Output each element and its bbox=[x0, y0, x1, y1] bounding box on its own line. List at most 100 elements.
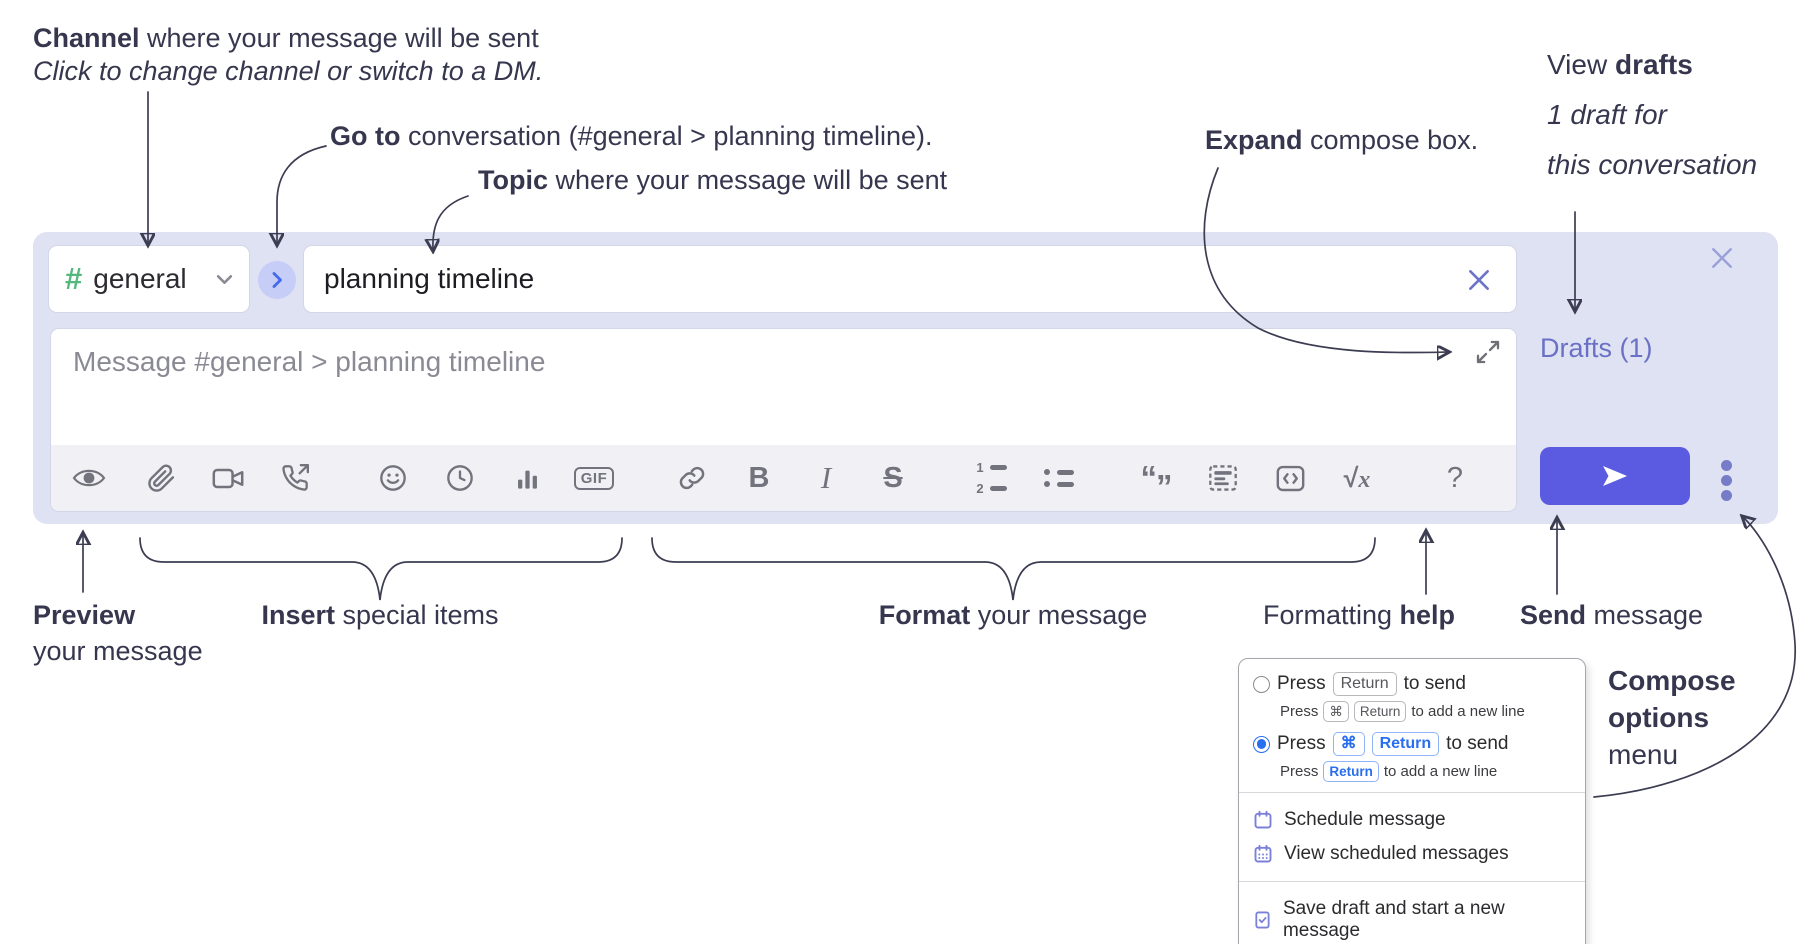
chevron-right-icon bbox=[272, 272, 282, 288]
math-button[interactable]: √x bbox=[1339, 458, 1375, 498]
gif-button[interactable]: GIF bbox=[573, 458, 615, 498]
menu-item-label: Save draft and start a new message bbox=[1282, 898, 1505, 941]
format-brace bbox=[651, 537, 1376, 601]
new-line-label: to add a new line bbox=[1411, 703, 1525, 720]
enter-sends-subtext: Press ⌘ Return to add a new line bbox=[1280, 701, 1571, 722]
eye-icon bbox=[72, 469, 106, 487]
press-label: Press bbox=[1280, 703, 1319, 720]
bar-chart-icon bbox=[517, 470, 537, 489]
time-button[interactable] bbox=[442, 458, 478, 498]
poll-button[interactable] bbox=[509, 458, 545, 498]
drafts-link[interactable]: Drafts (1) bbox=[1540, 333, 1653, 363]
cmd-keycap: ⌘ bbox=[1323, 701, 1349, 722]
insert-brace bbox=[139, 537, 623, 601]
question-mark-icon: ? bbox=[1446, 461, 1464, 494]
expand-annotation: Expand compose box. bbox=[1205, 124, 1478, 157]
close-compose-button[interactable] bbox=[1709, 246, 1735, 272]
compose-options-line1: Compose bbox=[1608, 665, 1736, 696]
format-annotation-bold: Format bbox=[878, 600, 971, 630]
preview-annotation-line2: your message bbox=[33, 636, 203, 666]
formatting-help-bold: help bbox=[1399, 600, 1456, 630]
expand-icon bbox=[1476, 340, 1500, 364]
press-label: Press bbox=[1277, 733, 1326, 754]
send-icon bbox=[1603, 466, 1627, 486]
view-drafts-annotation: View drafts 1 draft for this conversatio… bbox=[1547, 40, 1757, 190]
ellipsis-dot bbox=[1720, 474, 1732, 486]
channel-selector[interactable]: # general bbox=[48, 245, 250, 313]
math-icon: √x bbox=[1344, 463, 1371, 494]
cmd-enter-sends-option[interactable]: Press ⌘ Return to send bbox=[1253, 732, 1571, 756]
go-to-conversation-button[interactable] bbox=[258, 261, 296, 299]
close-icon bbox=[1712, 248, 1732, 268]
send-annotation-rest: message bbox=[1586, 600, 1704, 630]
expand-annotation-rest: compose box. bbox=[1302, 125, 1479, 155]
format-annotation: Format your message bbox=[879, 599, 1148, 632]
spoiler-icon bbox=[1209, 465, 1237, 491]
paperclip-icon bbox=[147, 463, 174, 492]
goto-annotation-rest: conversation (#general > planning timeli… bbox=[400, 121, 933, 151]
menu-item-label: Schedule message bbox=[1284, 809, 1446, 830]
compose-box: # general bbox=[33, 232, 1778, 524]
ellipsis-icon bbox=[1720, 459, 1732, 471]
preview-annotation-bold: Preview bbox=[33, 600, 136, 630]
sqrt-glyph: √ bbox=[1343, 462, 1359, 493]
topic-input[interactable] bbox=[304, 246, 1516, 312]
list-number-2: 2 bbox=[976, 481, 984, 496]
compose-options-annotation: Compose options menu bbox=[1608, 662, 1736, 773]
compose-options-button[interactable] bbox=[1715, 457, 1737, 503]
link-button[interactable] bbox=[674, 458, 710, 498]
ellipsis-dot bbox=[1720, 489, 1732, 501]
view-scheduled-messages-item[interactable]: View scheduled messages bbox=[1253, 837, 1571, 871]
send-annotation-bold: Send bbox=[1520, 600, 1587, 630]
code-icon bbox=[1276, 465, 1304, 491]
italic-button[interactable]: I bbox=[808, 458, 844, 498]
code-button[interactable] bbox=[1272, 458, 1308, 498]
return-keycap: Return bbox=[1323, 761, 1379, 782]
emoji-button[interactable] bbox=[375, 458, 411, 498]
expand-compose-button[interactable] bbox=[1474, 339, 1502, 367]
message-input[interactable] bbox=[51, 329, 1516, 445]
radio-unselected-icon[interactable] bbox=[1253, 675, 1270, 693]
enter-sends-option[interactable]: Press Return to send bbox=[1253, 672, 1571, 696]
spoiler-button[interactable] bbox=[1205, 458, 1241, 498]
calendar-icon bbox=[1254, 810, 1272, 829]
insert-annotation: Insert special items bbox=[261, 599, 498, 632]
channel-name: general bbox=[93, 263, 187, 294]
view-drafts-bold: drafts bbox=[1614, 49, 1693, 80]
cmd-enter-sends-subtext: Press Return to add a new line bbox=[1280, 761, 1571, 782]
numbered-list-button[interactable]: 1 2 bbox=[973, 458, 1009, 498]
close-icon bbox=[1469, 270, 1489, 290]
topic-input-wrap bbox=[303, 245, 1517, 313]
quote-icon: “ ” bbox=[1141, 461, 1173, 503]
preview-button[interactable] bbox=[71, 458, 107, 498]
quote-button[interactable]: “ ” bbox=[1138, 458, 1174, 503]
calendar-grid-icon bbox=[1254, 844, 1272, 863]
new-line-label: to add a new line bbox=[1383, 763, 1498, 780]
view-drafts-line3: this conversation bbox=[1547, 149, 1758, 180]
menu-item-label: View scheduled messages bbox=[1284, 843, 1509, 864]
strikethrough-button[interactable]: S bbox=[875, 458, 911, 498]
video-call-button[interactable] bbox=[210, 458, 246, 498]
clear-topic-button[interactable] bbox=[1466, 267, 1492, 293]
format-annotation-rest: your message bbox=[970, 600, 1148, 630]
list-number-1: 1 bbox=[976, 460, 984, 475]
attach-file-button[interactable] bbox=[143, 458, 179, 498]
bulleted-list-icon bbox=[1043, 469, 1074, 487]
bulleted-list-button[interactable] bbox=[1040, 458, 1076, 498]
strikethrough-icon: S bbox=[883, 461, 903, 494]
send-button[interactable] bbox=[1540, 447, 1690, 505]
audio-call-button[interactable] bbox=[277, 458, 313, 498]
smiley-icon bbox=[380, 465, 406, 491]
channel-annotation: Channel where your message will be sent … bbox=[33, 22, 543, 88]
press-label: Press bbox=[1277, 673, 1326, 694]
chevron-down-icon bbox=[216, 274, 233, 284]
bold-button[interactable]: B bbox=[741, 458, 777, 498]
radio-selected-icon[interactable] bbox=[1253, 735, 1270, 753]
compose-options-line2: options bbox=[1608, 702, 1710, 733]
schedule-message-item[interactable]: Schedule message bbox=[1253, 803, 1571, 837]
formatting-help-pre: Formatting bbox=[1263, 600, 1400, 630]
menu-divider bbox=[1239, 792, 1585, 793]
formatting-help-button[interactable]: ? bbox=[1437, 458, 1473, 498]
save-draft-item[interactable]: Save draft and start a new message bbox=[1253, 892, 1571, 942]
goto-arrow bbox=[277, 145, 327, 244]
